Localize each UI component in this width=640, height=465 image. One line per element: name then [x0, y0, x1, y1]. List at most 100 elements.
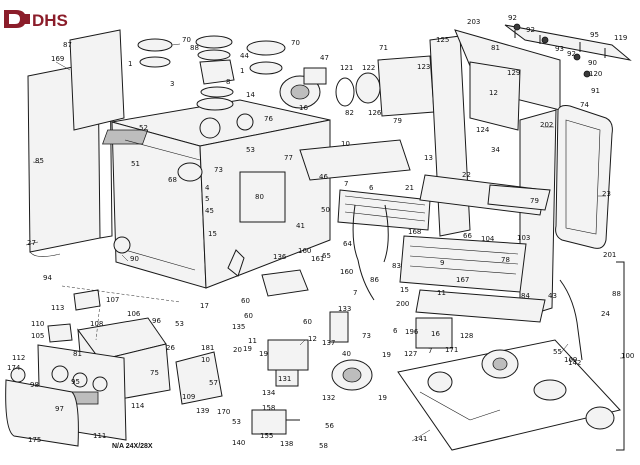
- part-number-81: 81: [491, 44, 500, 52]
- part-number-136: 136: [273, 253, 287, 261]
- part-number-104: 104: [481, 235, 495, 243]
- small-panel: [47, 323, 73, 343]
- part-number-68: 68: [168, 176, 177, 184]
- part-number-58: 58: [319, 442, 328, 450]
- part-number-107: 107: [106, 296, 119, 304]
- part-number-15: 15: [208, 230, 217, 238]
- burner: [399, 235, 546, 323]
- part-number-53: 53: [246, 146, 255, 154]
- part-number-5: 5: [205, 195, 209, 203]
- part-number-60: 60: [303, 318, 312, 326]
- part-number-27: 27: [27, 239, 36, 247]
- back-casing: [69, 29, 125, 131]
- part-number-83: 83: [392, 262, 401, 270]
- part-number-56: 56: [325, 422, 334, 430]
- part-number-105: 105: [31, 332, 44, 340]
- part-number-171: 171: [445, 346, 458, 354]
- part-number-158: 158: [262, 404, 275, 412]
- part-number-50: 50: [321, 206, 330, 214]
- accessory-kit: [397, 339, 621, 451]
- part-number-78: 78: [501, 256, 510, 264]
- part-number-53: 53: [232, 418, 241, 426]
- part-number-80: 80: [255, 193, 264, 201]
- tray: [299, 139, 411, 181]
- part-number-169: 169: [564, 356, 577, 364]
- part-number-96: 96: [152, 317, 161, 325]
- part-number-126: 126: [368, 109, 382, 117]
- pressure-switch: [177, 162, 203, 182]
- part-number-19: 19: [382, 351, 391, 359]
- part-number-52: 52: [139, 124, 148, 132]
- part-number-106: 106: [127, 310, 141, 318]
- part-number-135: 135: [232, 323, 245, 331]
- model-note: N/A 24X/28X: [112, 443, 153, 450]
- pump: [331, 359, 373, 391]
- part-number-91: 91: [591, 87, 600, 95]
- part-number-131: 131: [278, 375, 291, 383]
- plate-exchanger: [329, 311, 349, 343]
- part-number-111: 111: [93, 432, 106, 440]
- part-number-81: 81: [73, 350, 82, 358]
- part-number-203: 203: [467, 18, 480, 26]
- gas-valve: [415, 317, 453, 349]
- part-number-155: 155: [260, 432, 273, 440]
- part-number-77: 77: [284, 154, 293, 162]
- heat-exchanger: [337, 174, 551, 231]
- part-number-10: 10: [341, 140, 350, 148]
- air-box-cover: [239, 171, 286, 223]
- part-number-16: 16: [299, 104, 308, 112]
- part-number-12: 12: [489, 89, 498, 97]
- part-number-45: 45: [205, 207, 214, 215]
- part-number-201: 201: [603, 251, 616, 259]
- part-number-44: 44: [240, 52, 249, 60]
- part-number-43: 43: [548, 292, 557, 300]
- part-number-181: 181: [201, 344, 214, 352]
- part-number-26: 26: [166, 344, 175, 352]
- part-number-128: 128: [460, 332, 473, 340]
- part-number-1: 1: [128, 60, 132, 68]
- part-number-7: 7: [428, 347, 432, 355]
- part-number-97: 97: [55, 405, 64, 413]
- part-number-174: 174: [7, 364, 21, 372]
- part-number-7: 7: [353, 289, 357, 297]
- part-number-200: 200: [396, 300, 409, 308]
- part-number-11: 11: [248, 337, 257, 345]
- part-number-92: 92: [567, 50, 576, 58]
- part-number-169: 169: [51, 55, 64, 63]
- part-number-88: 88: [612, 290, 621, 298]
- part-number-121: 121: [340, 64, 353, 72]
- bracket: [73, 289, 101, 311]
- part-number-139: 139: [196, 407, 209, 415]
- part-number-9: 9: [440, 259, 444, 267]
- part-number-87: 87: [63, 41, 72, 49]
- part-number-66: 66: [463, 232, 472, 240]
- part-number-161: 161: [311, 255, 324, 263]
- part-number-110: 110: [31, 320, 44, 328]
- part-number-202: 202: [540, 121, 553, 129]
- part-number-95: 95: [71, 378, 80, 386]
- part-number-60: 60: [241, 297, 250, 305]
- part-number-98: 98: [30, 381, 39, 389]
- water-pipe: [383, 204, 389, 263]
- part-number-196: 196: [405, 328, 419, 336]
- part-number-129: 129: [507, 69, 520, 77]
- part-number-168: 168: [408, 228, 421, 236]
- part-number-47: 47: [320, 54, 329, 62]
- part-number-73: 73: [214, 166, 223, 174]
- part-number-11: 11: [437, 289, 446, 297]
- part-number-6: 6: [369, 184, 374, 192]
- part-number-103: 103: [517, 234, 530, 242]
- part-number-138: 138: [280, 440, 293, 448]
- part-number-23: 23: [602, 190, 611, 198]
- dhs-logo: DHS: [4, 10, 68, 30]
- part-number-21: 21: [405, 184, 414, 192]
- part-number-114: 114: [131, 402, 145, 410]
- part-number-142: 142: [568, 359, 581, 367]
- part-number-100: 100: [621, 352, 634, 360]
- pcb-box: [261, 269, 309, 297]
- part-number-132: 132: [322, 394, 335, 402]
- part-number-123: 123: [417, 63, 430, 71]
